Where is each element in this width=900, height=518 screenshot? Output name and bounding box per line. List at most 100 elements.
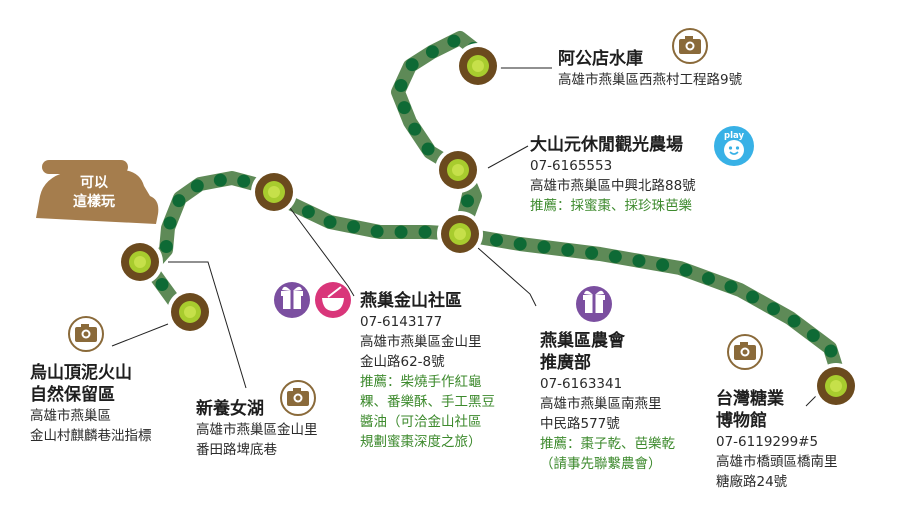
route-dot — [394, 225, 408, 239]
markers — [117, 43, 859, 409]
place-phone: 07-6143177 — [360, 314, 443, 330]
place-recommend: 粿、番樂酥、手工黑豆 — [360, 394, 495, 410]
play-icon-text: play — [724, 131, 744, 141]
route-dot — [163, 216, 177, 230]
route-dot — [405, 58, 419, 72]
place-address: 高雄市橋頭區橋南里 — [716, 454, 838, 470]
route-dot — [806, 328, 820, 342]
bowl-icon — [315, 282, 351, 318]
leader-line-farm — [487, 145, 529, 169]
route-dot — [824, 344, 838, 358]
route-dot — [421, 142, 435, 156]
route-dot — [767, 302, 781, 316]
route-dot — [159, 240, 173, 254]
route-dot — [537, 240, 551, 254]
route-dot — [656, 258, 670, 272]
route-dot — [213, 173, 227, 187]
place-reservoir: 阿公店水庫 高雄市燕巢區西燕村工程路9號 — [558, 48, 742, 90]
route-dot — [447, 34, 461, 48]
place-recommend: 醬油（可洽金山社區 — [360, 414, 482, 430]
place-recommend: 推薦：棗子乾、芭樂乾 — [540, 436, 675, 452]
place-title: 阿公店水庫 — [558, 49, 643, 69]
route-dot — [632, 254, 646, 268]
place-address: 糖廠路24號 — [716, 474, 788, 490]
camera-icon — [68, 316, 104, 352]
car-badge-line2: 這樣玩 — [73, 194, 115, 210]
marker-jinshan-community[interactable] — [251, 169, 297, 215]
place-address: 番田路埤底巷 — [196, 442, 277, 458]
place-recommend: 推薦：採蜜棗、採珍珠芭樂 — [530, 198, 692, 214]
place-title: 推廣部 — [540, 353, 591, 373]
place-recommend: 推薦：柴燒手作紅龜 — [360, 374, 482, 390]
place-title: 大山元休閒觀光農場 — [530, 135, 683, 155]
route-dot — [561, 243, 575, 257]
gift-icon — [274, 282, 310, 318]
place-phone: 07-6165553 — [530, 158, 613, 174]
route-dot — [394, 78, 408, 92]
marker-lake[interactable] — [117, 239, 163, 285]
marker-reservoir[interactable] — [455, 43, 501, 89]
place-sugar-museum: 台灣糖業 博物館 07-6119299#5 高雄市橋頭區橋南里 糖廠路24號 — [716, 388, 838, 492]
leader-line-jinshan — [289, 207, 355, 297]
route-dot — [513, 237, 527, 251]
marker-sugar-museum[interactable] — [813, 363, 859, 409]
place-title: 新養女湖 — [196, 399, 264, 419]
route-dot — [746, 290, 760, 304]
place-title: 燕巢區農會 — [540, 331, 625, 351]
route-dot — [724, 280, 738, 294]
leader-lines — [111, 67, 821, 407]
car-badge — [36, 160, 159, 224]
play-icon: play — [714, 126, 754, 166]
route-dot — [585, 246, 599, 260]
place-address: 中民路577號 — [540, 416, 620, 432]
place-mud-volcano: 烏山頂泥火山 自然保留區 高雄市燕巢區 金山村麒麟巷泏指標 — [30, 362, 152, 446]
route-dot — [370, 224, 384, 238]
route-dot — [425, 45, 439, 59]
car-badge-line1: 可以 — [80, 175, 108, 191]
route-dot — [418, 225, 432, 239]
place-address: 金山村麒麟巷泏指標 — [30, 428, 152, 444]
place-title: 燕巢金山社區 — [360, 291, 462, 311]
place-phone: 07-6119299#5 — [716, 434, 819, 450]
route-dots — [145, 34, 845, 381]
place-address: 高雄市燕巢區南燕里 — [540, 396, 662, 412]
place-phone: 07-6163341 — [540, 376, 623, 392]
place-address: 高雄市燕巢區西燕村工程路9號 — [558, 72, 743, 88]
route-dot — [408, 122, 422, 136]
route-dot — [787, 314, 801, 328]
marker-farm[interactable] — [435, 147, 481, 193]
place-title: 博物館 — [716, 411, 767, 431]
camera-icon — [672, 28, 708, 64]
place-title: 台灣糖業 — [716, 389, 784, 409]
route-dot — [679, 263, 693, 277]
camera-icon — [727, 334, 763, 370]
marker-farmers-association[interactable] — [437, 211, 483, 257]
route-dot — [461, 194, 475, 208]
place-address: 高雄市燕巢區金山里 — [360, 334, 482, 350]
car-badge-text: 可以 這樣玩 — [54, 174, 134, 212]
place-title: 自然保留區 — [30, 385, 115, 405]
place-address: 高雄市燕巢區 — [30, 408, 111, 424]
route-dot — [237, 174, 251, 188]
place-lake: 新養女湖 高雄市燕巢區金山里 番田路埤底巷 — [196, 398, 318, 460]
place-title: 烏山頂泥火山 — [30, 363, 132, 383]
route-dot — [347, 220, 361, 234]
route-dot — [155, 278, 169, 292]
place-address: 高雄市燕巢區中興北路88號 — [530, 178, 696, 194]
leader-line-farmers — [477, 247, 537, 307]
place-address: 高雄市燕巢區金山里 — [196, 422, 318, 438]
camera-icon — [280, 380, 316, 416]
route-dot — [608, 250, 622, 264]
route-dot — [323, 215, 337, 229]
route-dot — [190, 179, 204, 193]
leader-line-lake — [168, 261, 247, 389]
marker-mud-volcano[interactable] — [167, 289, 213, 335]
route-dot — [301, 205, 315, 219]
place-farm: 大山元休閒觀光農場 07-6165553 高雄市燕巢區中興北路88號 推薦：採蜜… — [530, 134, 696, 216]
leader-line-mudvolcano — [111, 323, 169, 347]
place-address: 金山路62-8號 — [360, 354, 445, 370]
place-jinshan-community: 燕巢金山社區 07-6143177 高雄市燕巢區金山里 金山路62-8號 推薦：… — [360, 290, 495, 452]
place-recommend: 規劃蜜棗深度之旅） — [360, 434, 482, 450]
